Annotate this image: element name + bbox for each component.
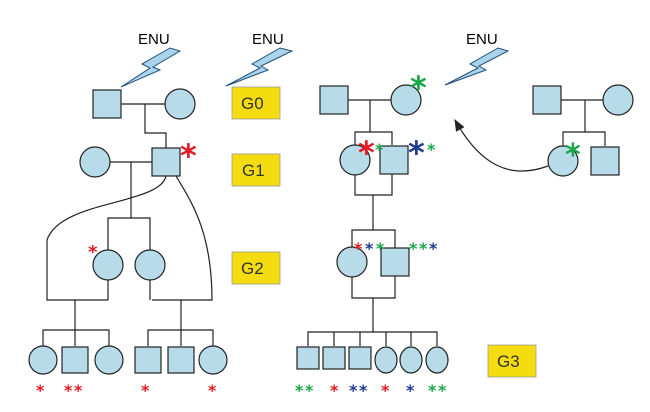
mutation-marker: * [208, 381, 217, 400]
female-node [94, 345, 124, 375]
mutation-marker: * [359, 381, 368, 400]
male-node [322, 346, 346, 370]
mutation-marker: * [381, 381, 390, 400]
pedigree-right [454, 84, 634, 177]
male-node [379, 145, 409, 175]
mutation-marker: * [419, 239, 428, 258]
mutation-marker: * [354, 239, 363, 258]
mutation-marker: * [305, 381, 314, 400]
male-node [167, 346, 195, 374]
enu-label-right: ENU [466, 31, 498, 48]
male-node [134, 346, 162, 374]
enu-label-left: ENU [138, 31, 170, 48]
male-node [348, 346, 372, 370]
male-node [532, 85, 562, 115]
mutation-marker: * [428, 381, 437, 400]
female-node [28, 345, 58, 375]
mutation-marker: * [565, 138, 581, 173]
male-node [319, 85, 349, 115]
male-node [296, 346, 320, 370]
mutation-marker: * [88, 242, 98, 263]
male-node [151, 147, 181, 177]
pedigree-middle [296, 84, 449, 374]
mutation-marker: * [429, 239, 438, 258]
female-node [602, 84, 634, 116]
svg-text:G0: G0 [241, 94, 264, 113]
female-node [92, 249, 124, 281]
male-node [590, 146, 620, 176]
female-node [198, 345, 228, 375]
mutation-marker: * [330, 381, 339, 400]
generation-label-g0: G0 [231, 86, 281, 120]
female-node [399, 346, 423, 374]
mutation-marker: * [427, 140, 436, 159]
lightning-bolt-icon [225, 47, 294, 87]
svg-text:G2: G2 [241, 259, 264, 278]
mutation-marker: * [358, 134, 375, 172]
pedigree-left [28, 88, 228, 375]
female-node [374, 346, 398, 374]
enu-label-middle: ENU [252, 31, 284, 48]
mutation-marker: * [406, 381, 415, 400]
mutation-marker: * [438, 381, 447, 400]
mutation-marker: * [375, 140, 384, 159]
female-node [164, 88, 196, 120]
female-node [79, 146, 111, 178]
svg-text:G3: G3 [497, 352, 520, 371]
mutation-marker: * [74, 381, 83, 400]
generation-label-g1: G1 [231, 153, 281, 187]
mutation-marker: * [295, 381, 304, 400]
female-node [425, 346, 449, 374]
female-node [547, 145, 579, 177]
mutation-marker: * [349, 381, 358, 400]
male-node [92, 89, 122, 119]
lightning-bolt-icon [444, 47, 510, 86]
mutation-marker: * [376, 239, 385, 258]
generation-label-g3: G3 [487, 344, 537, 378]
mutation-marker: * [180, 137, 197, 175]
lightning-bolt-icon [120, 47, 182, 88]
generation-label-g2: G2 [231, 251, 281, 285]
mutation-marker: * [141, 381, 150, 400]
mutation-marker: * [408, 134, 425, 172]
male-node [380, 247, 410, 277]
male-node [61, 346, 89, 374]
mutation-marker: * [409, 239, 418, 258]
female-node [336, 246, 368, 278]
mutation-marker: * [36, 381, 45, 400]
mutation-marker: * [365, 239, 374, 258]
female-node [134, 249, 166, 281]
svg-text:G1: G1 [242, 161, 265, 180]
mutation-marker: * [410, 69, 427, 107]
mutation-marker: * [64, 381, 73, 400]
